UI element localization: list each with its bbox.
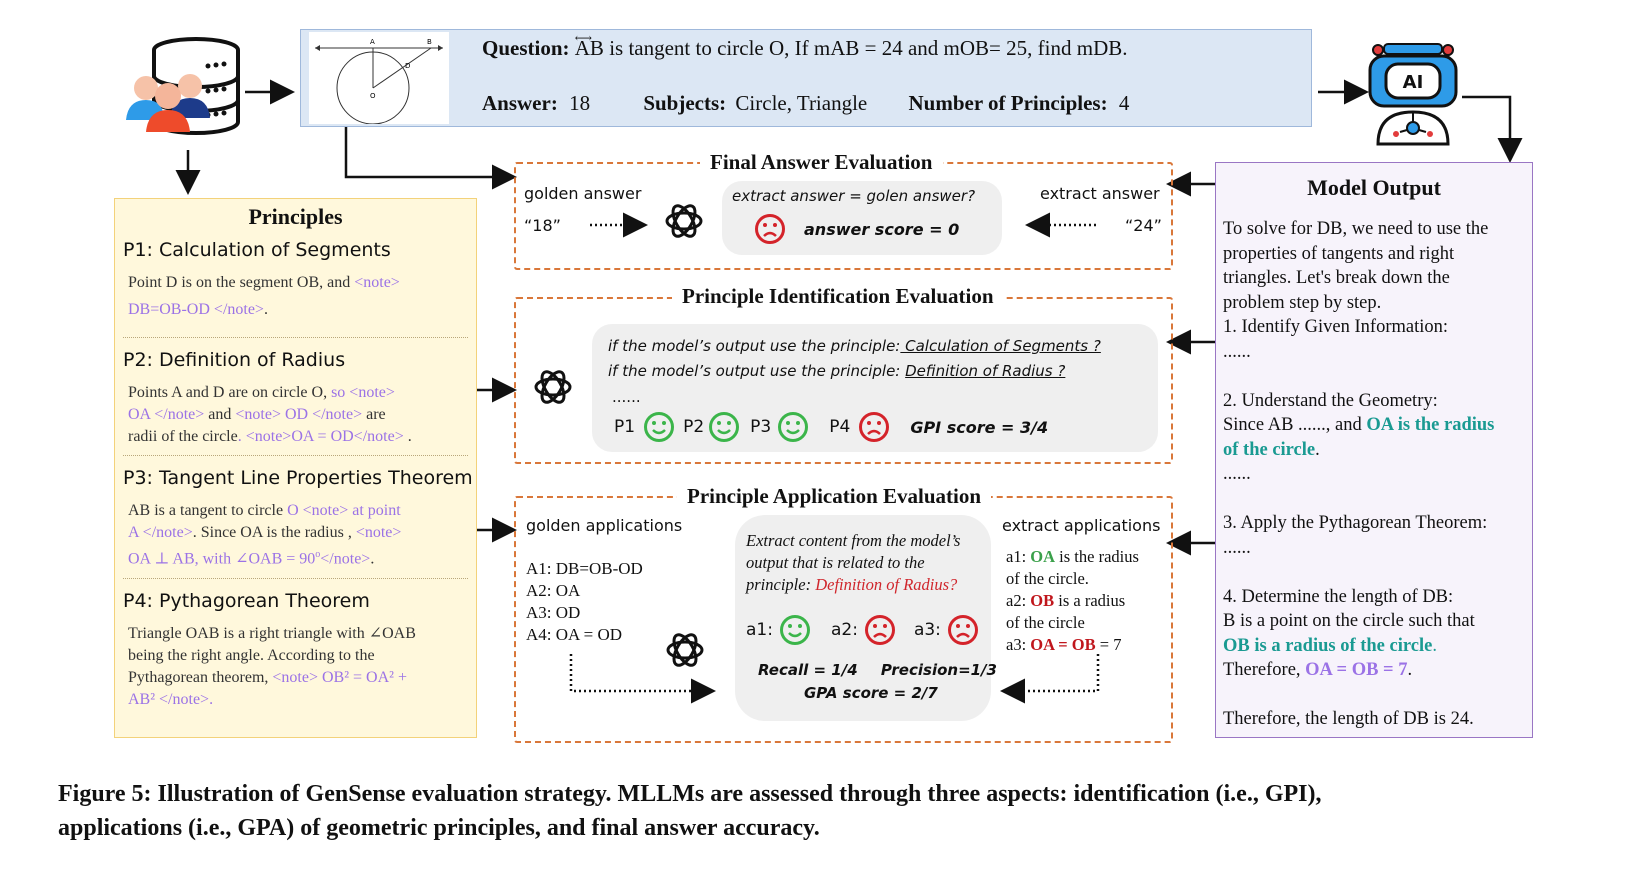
recall-value: Recall = 1/4 — [758, 661, 858, 679]
p2-text: Points A and D are on circle O, so <note… — [128, 384, 412, 445]
principles-panel: Principles P1: Calculation of Segments P… — [114, 198, 477, 738]
ai-robot-icon: AI — [1368, 43, 1458, 146]
identification-title: Principle Identification Evaluation — [672, 284, 1004, 309]
subjects-label: Subjects: — [643, 91, 727, 115]
golden-app-item: A4: OA = OD — [526, 625, 623, 644]
recall-precision: Recall = 1/4 Precision=1/3 — [758, 661, 997, 679]
dotted-arrow-golden-apps — [569, 654, 716, 704]
diagram-label-d: D — [405, 62, 410, 70]
p3-title: P3: Tangent Line Properties Theorem — [123, 467, 473, 489]
a3-result-label: a3: — [913, 620, 941, 640]
sad-face-icon — [859, 412, 890, 442]
sad-face-icon — [755, 214, 785, 244]
chatgpt-icon-identification — [530, 364, 576, 415]
identification-ellipsis: ...... — [612, 388, 641, 406]
openai-logo-icon — [534, 370, 572, 404]
diagram-label-o: O — [370, 92, 376, 100]
happy-face-icon — [644, 412, 675, 442]
openai-logo-icon — [666, 633, 704, 667]
diagram-label-b: B — [427, 38, 432, 46]
a1-result-label: a1: — [746, 620, 773, 640]
golden-answer-value: “18” — [524, 216, 561, 235]
answer-score: answer score = 0 — [804, 220, 960, 239]
model-output-text: To solve for DB, we need to use the prop… — [1223, 219, 1495, 729]
p1-text: Point D is on the segment OB, and <note>… — [128, 274, 400, 318]
p2-title: P2: Definition of Radius — [123, 349, 346, 371]
answer-label: Answer: — [482, 91, 558, 115]
num-principles-value: 4 — [1118, 91, 1130, 115]
sad-face-icon — [947, 615, 978, 645]
chatgpt-icon-final — [661, 198, 707, 249]
model-output-title: Model Output — [1307, 175, 1441, 200]
question-line-ab: ⟷ AB — [574, 31, 604, 60]
a2-result-label: a2: — [830, 620, 858, 640]
golden-answer-label: golden answer — [524, 184, 642, 203]
golden-applications-label: golden applications — [526, 516, 683, 535]
question-meta: Answer: 18 Subjects: Circle, Triangle Nu… — [482, 91, 1129, 116]
application-bubble — [735, 515, 991, 721]
question-box: A B D O Question: ⟷ AB is tangent to cir… — [300, 29, 1312, 127]
extract-answer-value: “24” — [1125, 216, 1162, 235]
line-overbar-icon: ⟷ — [574, 31, 592, 45]
p4-title: P4: Pythagorean Theorem — [123, 590, 370, 612]
p4-text: Triangle OAB is a right triangle with ∠O… — [128, 625, 416, 708]
diagram-label-a: A — [370, 38, 375, 46]
golden-applications-list: A1: DB=OB-OD A2: OA A3: OD A4: OA = OD — [526, 558, 643, 646]
question-line: Question: ⟷ AB is tangent to circle O, I… — [482, 31, 1128, 61]
question-text: is tangent to circle O, If mAB = 24 and … — [609, 36, 1128, 60]
caption-line-2: applications (i.e., GPA) of geometric pr… — [58, 815, 820, 841]
database-people-icon — [126, 37, 240, 135]
extract-applications-label: extract applications — [1002, 516, 1161, 535]
precision-value: Precision=1/3 — [880, 661, 997, 679]
sad-face-icon — [864, 615, 895, 645]
arrow-ai-to-model — [1462, 95, 1523, 163]
ai-label: AI — [1403, 72, 1424, 93]
figure-caption: Figure 5: Illustration of GenSense evalu… — [58, 777, 1598, 845]
application-title: Principle Application Evaluation — [677, 484, 992, 509]
extract-answer-label: extract answer — [1040, 184, 1160, 203]
chatgpt-icon-application — [662, 627, 708, 678]
p-divider-2 — [123, 455, 468, 456]
dotted-arrow-extract-apps — [1000, 654, 1100, 704]
question-label: Question: — [482, 36, 570, 60]
p3-text: AB is a tangent to circle O <note> at po… — [128, 502, 402, 568]
num-principles-label: Number of Principles: — [908, 91, 1108, 115]
arrow-question-to-final — [344, 127, 517, 190]
gpi-score: GPI score = 3/4 — [910, 417, 1049, 437]
p-divider-1 — [123, 337, 468, 338]
p3-result-label: P3 — [750, 417, 772, 437]
p2-result-label: P2 — [683, 417, 705, 437]
identification-results: P1 P2 P3 P4 GPI score = 3/4 — [614, 411, 1048, 443]
golden-app-item: A3: OD — [526, 603, 581, 622]
final-answer-question: extract answer = golen answer? — [732, 187, 976, 205]
p4-result-label: P4 — [829, 417, 851, 437]
extract-applications-list: a1: OA is the radius of the circle. a2: … — [1006, 547, 1139, 654]
application-results: a1: a2: a3: — [746, 614, 979, 646]
subjects-value: Circle, Triangle — [735, 91, 868, 115]
golden-app-item: A1: DB=OB-OD — [526, 559, 643, 578]
happy-face-icon — [779, 615, 810, 645]
golden-app-item: A2: OA — [526, 581, 581, 600]
geometry-diagram: A B D O — [309, 32, 449, 125]
identification-line2: if the model’s output use the principle:… — [608, 362, 1066, 380]
p1-result-label: P1 — [614, 417, 636, 437]
happy-face-icon — [778, 412, 809, 442]
identification-line1: if the model’s output use the principle:… — [608, 337, 1101, 355]
gpa-score: GPA score = 2/7 — [804, 684, 938, 702]
p-divider-3 — [123, 578, 468, 579]
model-output-panel: Model Output To solve for DB, we need to… — [1215, 162, 1533, 738]
answer-value: 18 — [569, 91, 591, 115]
caption-line-1: Figure 5: Illustration of GenSense evalu… — [58, 781, 1322, 807]
p1-title: P1: Calculation of Segments — [123, 239, 391, 261]
happy-face-icon — [709, 412, 740, 442]
principles-title: Principles — [248, 204, 343, 229]
openai-logo-icon — [665, 204, 703, 238]
final-answer-title: Final Answer Evaluation — [700, 150, 943, 175]
application-prompt: Extract content from the model’s output … — [746, 531, 961, 594]
